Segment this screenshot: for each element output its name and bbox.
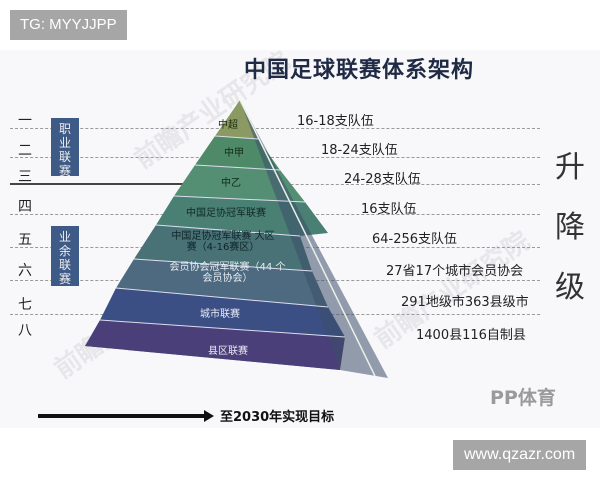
pp-sports-logo: PP体育 [490, 387, 556, 409]
level-name: 会员协会冠军联赛（44 个会员协会） [169, 262, 286, 284]
team-count: 16支队伍 [361, 202, 417, 217]
team-count: 24-28支队伍 [344, 172, 421, 187]
group-label-text: 业余联赛 [58, 230, 71, 286]
level-name: 中国足协冠军联赛 大区赛（4-16赛区） [171, 231, 275, 253]
team-count: 18-24支队伍 [321, 143, 398, 158]
pyramid-graphic [85, 99, 388, 378]
level-name: 县区联赛 [208, 346, 248, 357]
team-count: 291地级市363县级市 [401, 295, 529, 310]
professional-league-label: 职业联赛 [51, 118, 79, 178]
team-count: 27省17个城市会员协会 [386, 264, 524, 279]
group-label-text: 职业联赛 [58, 122, 71, 178]
league-pyramid-diagram: 前瞻产业研究院 前瞻产业研究院 前瞻产业研究院 中国足球联赛体系架构 一 二 三… [0, 50, 600, 428]
promotion-relegation-label: 降 [555, 210, 585, 245]
tier-separator [185, 184, 540, 185]
goal-text: 至2030年实现目标 [220, 410, 335, 425]
pro-amateur-divider [10, 183, 185, 185]
tier-label: 三 [18, 169, 32, 185]
tier-label: 五 [18, 232, 32, 248]
team-count: 64-256支队伍 [372, 232, 458, 247]
level-name: 中甲 [224, 148, 244, 159]
tier-label: 八 [18, 323, 32, 339]
tier-separator [10, 128, 540, 129]
team-count: 16-18支队伍 [297, 114, 374, 129]
tier-label: 四 [18, 199, 32, 215]
site-watermark-tag: www.qzazr.com [453, 440, 587, 470]
tier-label: 六 [18, 263, 32, 279]
tier-label: 七 [18, 297, 32, 313]
promotion-relegation-label: 级 [555, 270, 585, 305]
arrow-head-icon [204, 410, 214, 422]
tier-label: 一 [18, 113, 32, 129]
level-name: 中超 [218, 120, 238, 131]
level-name: 中国足协冠军联赛 [186, 208, 266, 219]
tier-separator [10, 157, 540, 158]
timeline-arrow [38, 414, 206, 418]
team-count: 1400县116自制县 [416, 328, 526, 343]
level-name: 中乙 [221, 178, 241, 189]
tier-label: 二 [18, 143, 32, 159]
amateur-league-label: 业余联赛 [51, 226, 79, 286]
level-name: 城市联赛 [200, 309, 240, 320]
promotion-relegation-label: 升 [555, 150, 585, 185]
tg-watermark-tag: TG: MYYJJPP [10, 10, 127, 40]
diagram-title: 中国足球联赛体系架构 [244, 58, 475, 83]
